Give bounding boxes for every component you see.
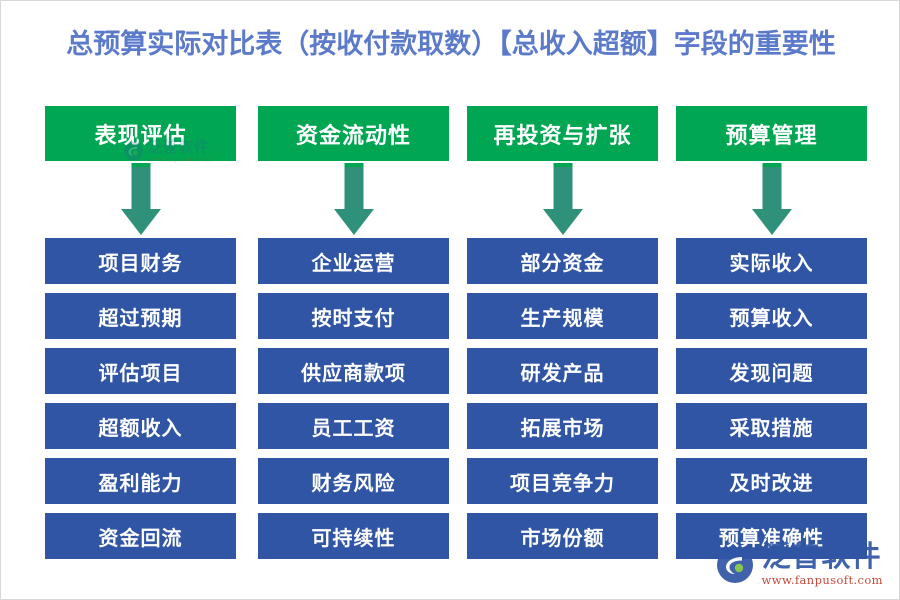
list-item[interactable]: 超额收入 — [45, 403, 236, 449]
arrow-container-3 — [467, 161, 658, 238]
arrow-container-2 — [258, 161, 449, 238]
down-arrow-icon — [120, 163, 161, 235]
column-items-2: 企业运营 按时支付 供应商款项 员工工资 财务风险 可持续性 — [258, 238, 449, 559]
arrow-shaft — [344, 163, 363, 211]
column-header-3[interactable]: 再投资与扩张 — [467, 106, 658, 161]
list-item[interactable]: 可持续性 — [258, 513, 449, 559]
arrow-head — [751, 209, 792, 235]
list-item[interactable]: 拓展市场 — [467, 403, 658, 449]
arrow-shaft — [762, 163, 781, 211]
list-item[interactable]: 研发产品 — [467, 348, 658, 394]
arrow-cap — [553, 163, 572, 169]
list-item[interactable]: 盈利能力 — [45, 458, 236, 504]
list-item[interactable]: 项目财务 — [45, 238, 236, 284]
arrow-head — [333, 209, 374, 235]
arrow-container-1 — [45, 161, 236, 238]
list-item[interactable]: 企业运营 — [258, 238, 449, 284]
list-item[interactable]: 评估项目 — [45, 348, 236, 394]
list-item[interactable]: 部分资金 — [467, 238, 658, 284]
list-item[interactable]: 超过预期 — [45, 293, 236, 339]
arrow-cap — [344, 163, 363, 169]
list-item[interactable]: 按时支付 — [258, 293, 449, 339]
list-item[interactable]: 发现问题 — [676, 348, 867, 394]
column-items-4: 实际收入 预算收入 发现问题 采取措施 及时改进 预算准确性 — [676, 238, 867, 559]
arrow-container-4 — [676, 161, 867, 238]
diagram-column-4: 预算管理 实际收入 预算收入 发现问题 采取措施 及时改进 预算准确性 — [676, 106, 867, 559]
diagram-column-2: 资金流动性 企业运营 按时支付 供应商款项 员工工资 财务风险 可持续性 — [258, 106, 449, 559]
list-item[interactable]: 及时改进 — [676, 458, 867, 504]
arrow-shaft — [553, 163, 572, 211]
list-item[interactable]: 预算收入 — [676, 293, 867, 339]
list-item[interactable]: 预算准确性 — [676, 513, 867, 559]
list-item[interactable]: 项目竞争力 — [467, 458, 658, 504]
watermark-url: www.fanpusoft.com — [761, 573, 883, 587]
list-item[interactable]: 资金回流 — [45, 513, 236, 559]
arrow-shaft — [131, 163, 150, 211]
diagram-column-1: 表现评估 项目财务 超过预期 评估项目 超额收入 盈利能力 资金回流 — [45, 106, 236, 559]
column-header-2[interactable]: 资金流动性 — [258, 106, 449, 161]
down-arrow-icon — [751, 163, 792, 235]
arrow-head — [120, 209, 161, 235]
list-item[interactable]: 生产规模 — [467, 293, 658, 339]
list-item[interactable]: 采取措施 — [676, 403, 867, 449]
column-header-1[interactable]: 表现评估 — [45, 106, 236, 161]
down-arrow-icon — [542, 163, 583, 235]
column-items-3: 部分资金 生产规模 研发产品 拓展市场 项目竞争力 市场份额 — [467, 238, 658, 559]
arrow-cap — [762, 163, 781, 169]
down-arrow-icon — [333, 163, 374, 235]
column-header-4[interactable]: 预算管理 — [676, 106, 867, 161]
column-items-1: 项目财务 超过预期 评估项目 超额收入 盈利能力 资金回流 — [45, 238, 236, 559]
list-item[interactable]: 财务风险 — [258, 458, 449, 504]
page-title: 总预算实际对比表（按收付款取数）【总收入超额】字段的重要性 — [66, 29, 836, 60]
arrow-cap — [131, 163, 150, 169]
list-item[interactable]: 员工工资 — [258, 403, 449, 449]
arrow-head — [542, 209, 583, 235]
list-item[interactable]: 市场份额 — [467, 513, 658, 559]
diagram-column-3: 再投资与扩张 部分资金 生产规模 研发产品 拓展市场 项目竞争力 市场份额 — [467, 106, 658, 559]
list-item[interactable]: 实际收入 — [676, 238, 867, 284]
list-item[interactable]: 供应商款项 — [258, 348, 449, 394]
